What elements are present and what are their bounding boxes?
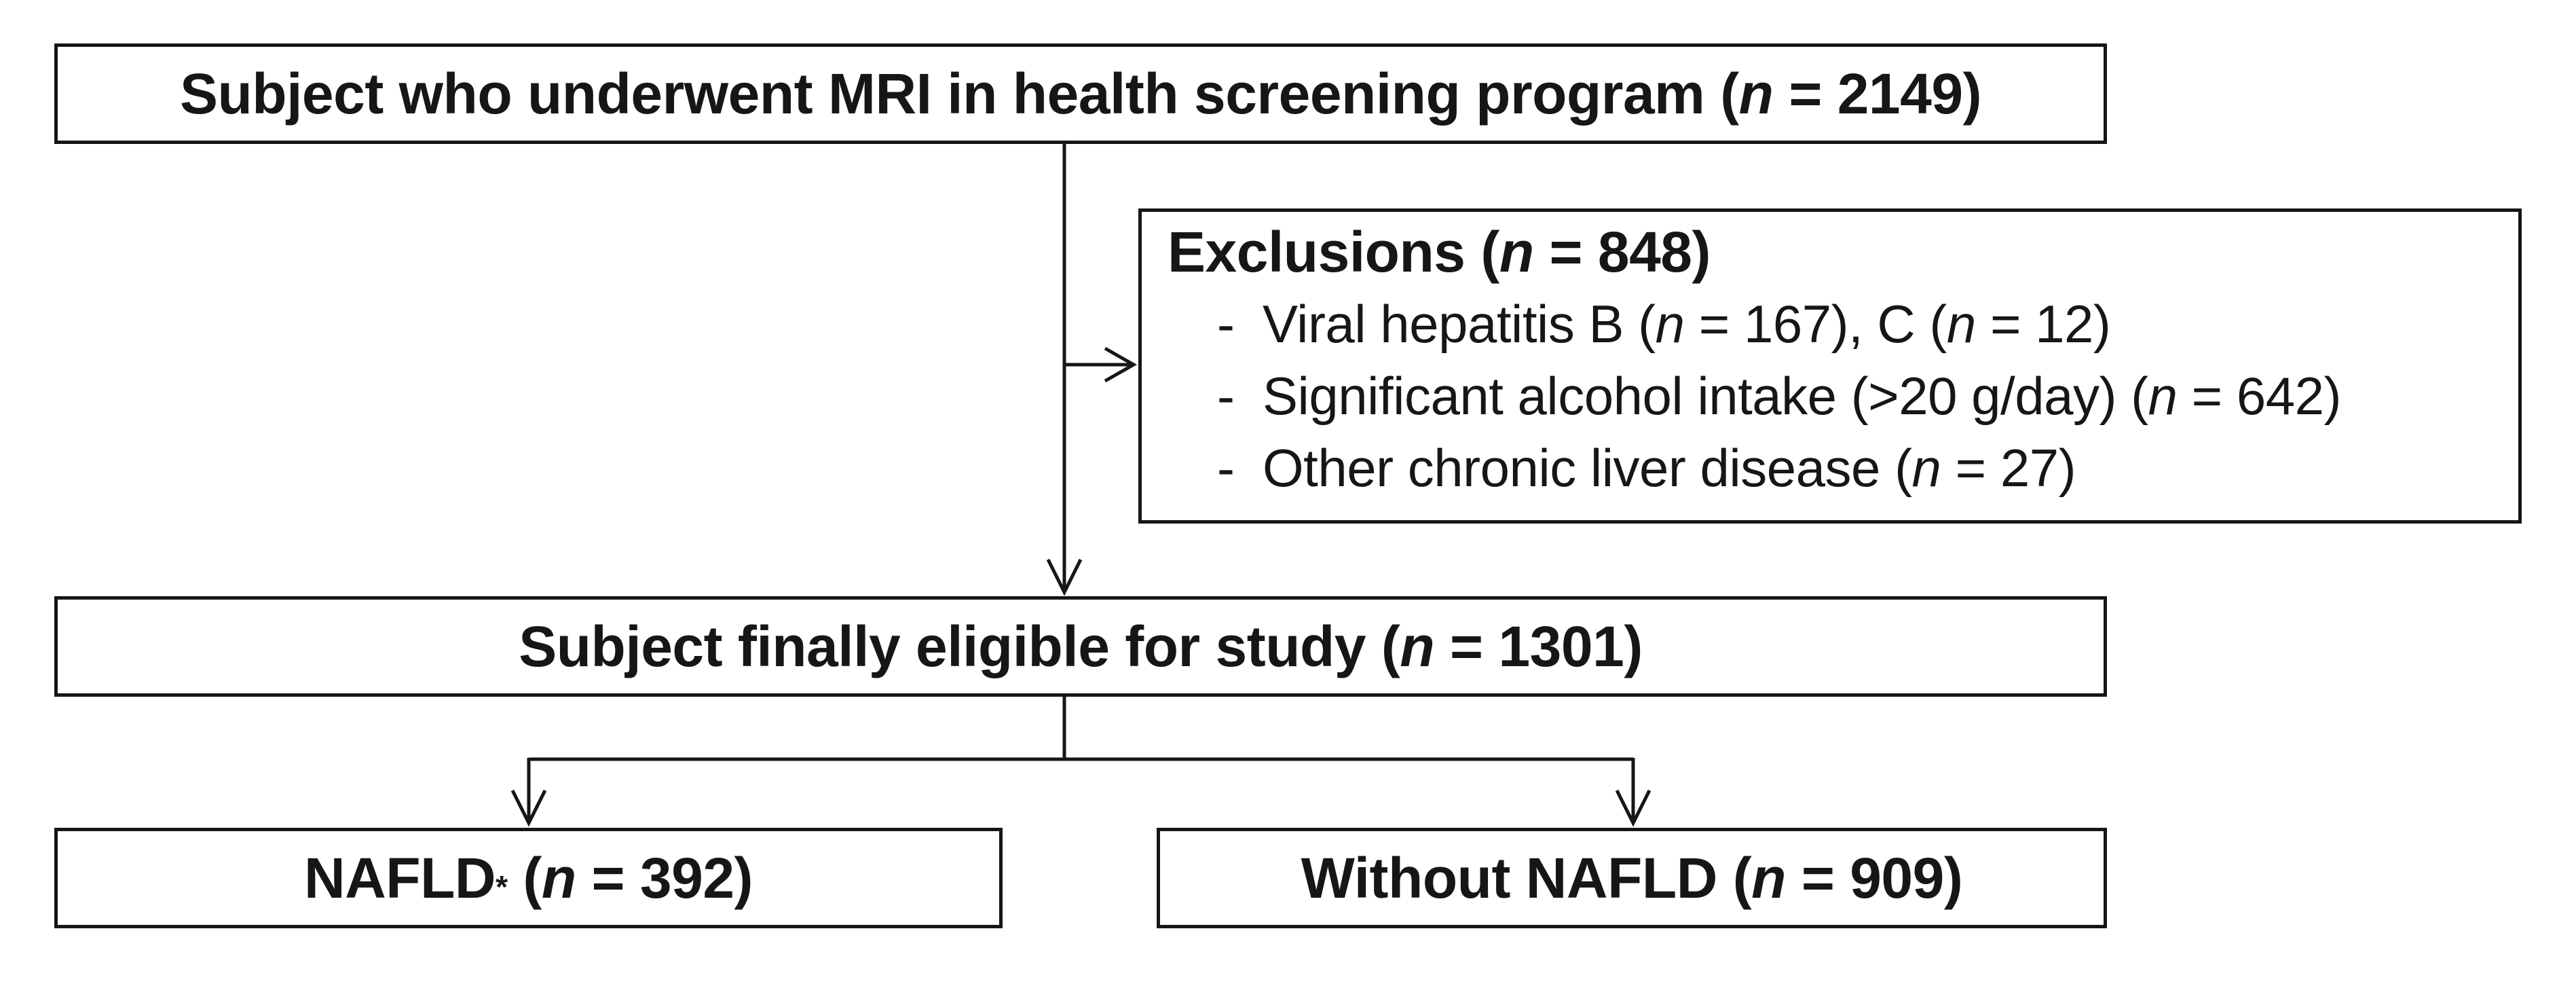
exclusion-item-viral-hepatitis: -Viral hepatitis B (n = 167), C (n = 12) [1168, 288, 2513, 360]
node-eligible-label: Subject finally eligible for study (n = … [519, 614, 1643, 680]
text-segment: = 909) [1785, 845, 1963, 910]
node-screened-subjects: Subject who underwent MRI in health scre… [54, 43, 2107, 144]
text-segment: = 1301) [1434, 614, 1643, 678]
node-exclusions: Exclusions (n = 848) -Viral hepatitis B … [1138, 208, 2522, 524]
italic-n: n [541, 845, 576, 910]
exclusion-item-other-liver-disease: -Other chronic liver disease (n = 27) [1168, 432, 2513, 504]
exclusions-title: Exclusions (n = 848) [1168, 216, 2513, 288]
text-segment: Other chronic liver disease ( [1263, 438, 1912, 498]
arrowhead-into-without-nafld-icon [1615, 789, 1651, 827]
bullet-dash: - [1217, 438, 1235, 498]
bullet-dash: - [1217, 294, 1235, 354]
text-segment: Viral hepatitis B ( [1263, 294, 1656, 354]
italic-n: n [1400, 614, 1435, 678]
text-segment: Subject finally eligible for study ( [519, 614, 1400, 678]
node-eligible-subjects: Subject finally eligible for study (n = … [54, 596, 2107, 697]
italic-n: n [1499, 220, 1534, 284]
arrowhead-into-exclusions-icon [1104, 346, 1138, 383]
text-segment: = 642) [2177, 366, 2342, 426]
exclusion-item-text: Viral hepatitis B (n = 167), C (n = 12) [1263, 294, 2111, 354]
arrowhead-into-nafld-icon [510, 789, 547, 827]
text-segment: NAFLD [303, 845, 496, 910]
text-segment: = 12) [1975, 294, 2111, 354]
text-segment: = 27) [1941, 438, 2076, 498]
node-without-nafld-label: Without NAFLD (n = 909) [1301, 845, 1963, 911]
node-nafld: NAFLD* (n = 392) [54, 828, 1003, 928]
text-segment: ( [507, 845, 542, 910]
text-segment: = 392) [576, 845, 753, 910]
text-segment: Subject who underwent MRI in health scre… [179, 61, 1739, 126]
exclusion-item-text: Other chronic liver disease (n = 27) [1263, 438, 2076, 498]
node-screened-label: Subject who underwent MRI in health scre… [179, 61, 1982, 127]
exclusion-item-alcohol-intake: -Significant alcohol intake (>20 g/day) … [1168, 360, 2513, 432]
text-segment: = 167), C ( [1684, 294, 1947, 354]
text-segment: = 2149) [1773, 61, 1982, 126]
bullet-dash: - [1217, 366, 1235, 426]
italic-n: n [2148, 366, 2178, 426]
arrowhead-into-eligible-icon [1046, 558, 1083, 596]
node-without-nafld: Without NAFLD (n = 909) [1157, 828, 2107, 928]
node-nafld-label: NAFLD* (n = 392) [304, 845, 753, 911]
italic-n: n [1655, 294, 1685, 354]
text-segment: Without NAFLD ( [1301, 845, 1752, 910]
italic-n: n [1946, 294, 1976, 354]
exclusion-item-text: Significant alcohol intake (>20 g/day) (… [1263, 366, 2341, 426]
italic-n: n [1911, 438, 1941, 498]
text-segment: = 848) [1533, 220, 1711, 284]
italic-n: n [1738, 61, 1774, 126]
asterisk-superscript: * [496, 869, 508, 905]
italic-n: n [1751, 845, 1786, 910]
text-segment: Exclusions ( [1168, 220, 1499, 284]
text-segment: Significant alcohol intake (>20 g/day) ( [1263, 366, 2148, 426]
